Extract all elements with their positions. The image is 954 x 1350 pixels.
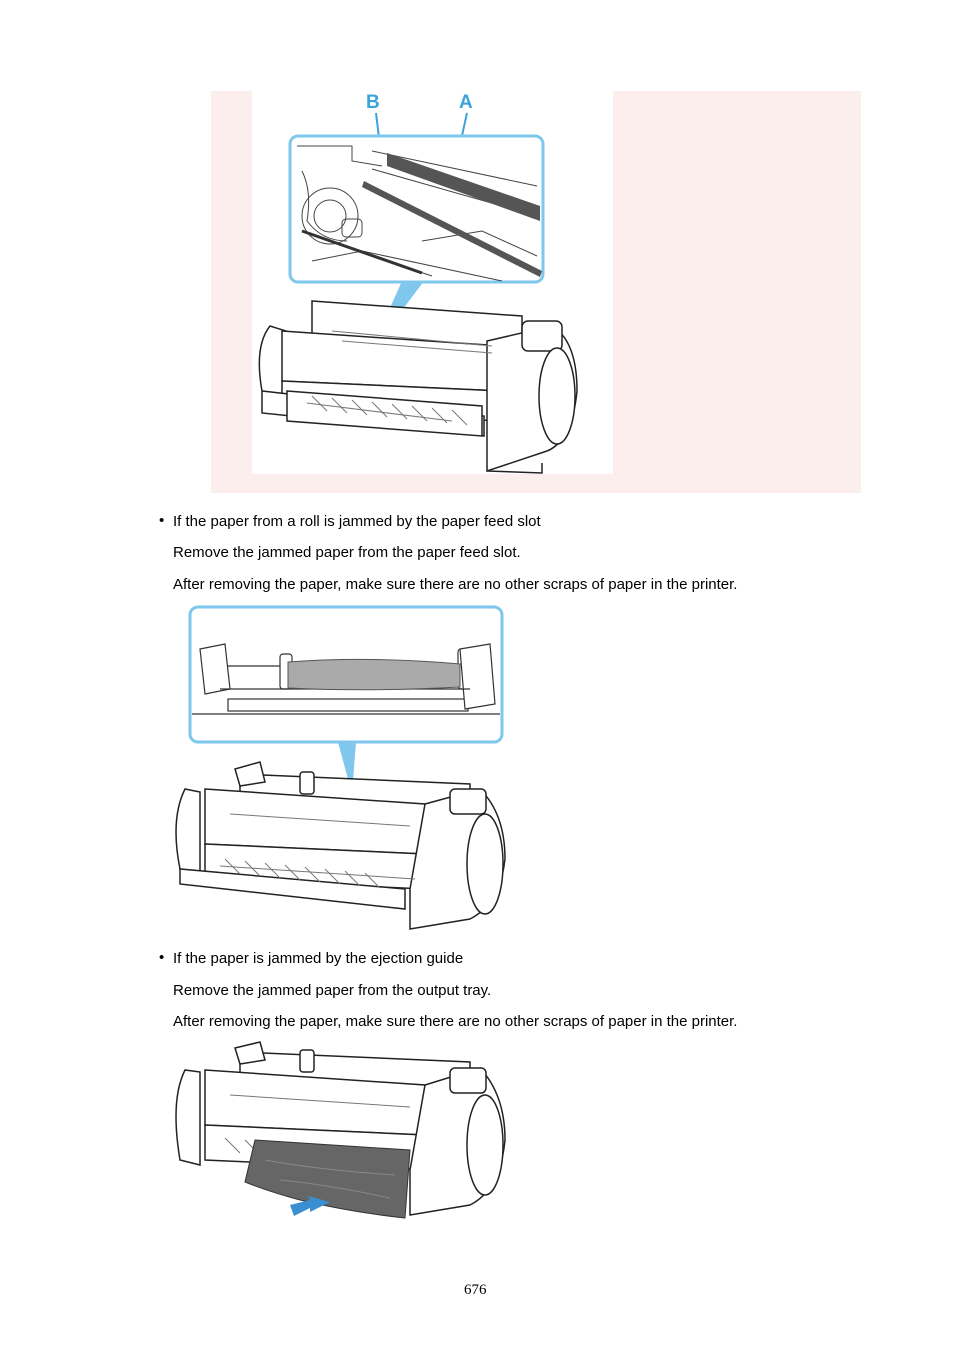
instruction-check-scraps: After removing the paper, make sure ther… xyxy=(173,576,738,593)
page-number: 676 xyxy=(464,1282,487,1298)
figure-output-tray-jam xyxy=(170,1040,515,1230)
section-heading-ejection-guide: If the paper is jammed by the ejection g… xyxy=(173,950,464,967)
figure-paper-feed-slot xyxy=(170,604,515,934)
figure-printer-top-cover-open: B A xyxy=(252,91,613,474)
callout-label-b: B xyxy=(366,92,380,113)
section-heading-feed-slot: If the paper from a roll is jammed by th… xyxy=(173,513,541,530)
list-bullet: • xyxy=(159,512,165,529)
instruction-check-scraps: After removing the paper, make sure ther… xyxy=(173,1013,738,1030)
callout-label-a: A xyxy=(459,92,473,113)
instruction-remove-output-tray: Remove the jammed paper from the output … xyxy=(173,982,492,999)
list-bullet: • xyxy=(159,949,165,966)
instruction-remove-feed-slot: Remove the jammed paper from the paper f… xyxy=(173,544,521,561)
